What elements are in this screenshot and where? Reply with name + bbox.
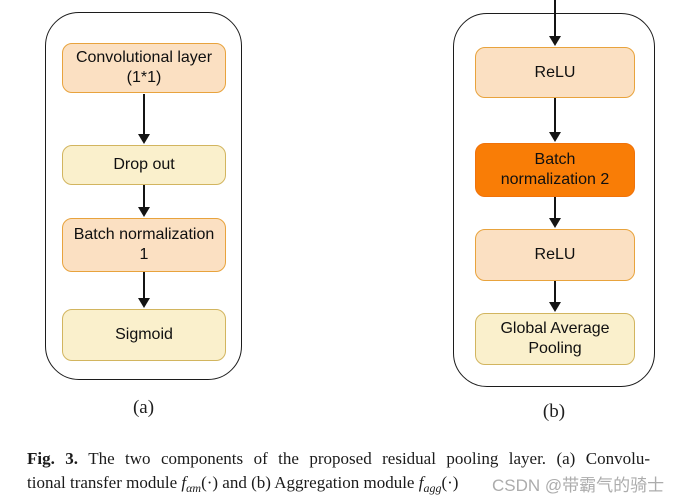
figure-caption: Fig. 3. The two components of the propos… xyxy=(27,447,650,500)
caption-f-agg-subscript: agg xyxy=(423,481,442,495)
node-relu-2: ReLU xyxy=(475,229,635,281)
node-convolutional-layer: Convolutional layer (1*1) xyxy=(62,43,226,93)
arrow-down-icon xyxy=(549,197,561,228)
node-batch-normalization-1: Batch normalization 1 xyxy=(62,218,226,272)
arrow-down-icon xyxy=(138,94,150,144)
node-global-average-pooling: Global Average Pooling xyxy=(475,313,635,365)
panel-a-label: (a) xyxy=(132,397,155,418)
node-sigmoid: Sigmoid xyxy=(62,309,226,361)
caption-f-am-symbol: f xyxy=(181,473,187,492)
panel-b-label: (b) xyxy=(542,401,566,422)
node-drop-out: Drop out xyxy=(62,145,226,185)
arrow-down-icon xyxy=(549,98,561,142)
caption-line-2-text-3: (·) xyxy=(441,473,459,492)
caption-line-2: tional transfer module fαm(·) and (b) Ag… xyxy=(27,471,650,500)
arrow-down-icon xyxy=(138,185,150,217)
node-relu-1: ReLU xyxy=(475,47,635,98)
arrow-down-icon xyxy=(549,281,561,312)
csdn-watermark: CSDN @带霸气的骑士 xyxy=(492,476,665,495)
caption-line-1: Fig. 3. The two components of the propos… xyxy=(27,447,650,471)
caption-f-am-subscript: αm xyxy=(186,481,202,495)
node-batch-normalization-2: Batch normalization 2 xyxy=(475,143,635,197)
caption-line-2-text-1: tional transfer module xyxy=(27,473,182,492)
arrow-down-icon xyxy=(138,272,150,308)
arrow-down-icon xyxy=(549,0,561,46)
caption-line-2-text-2: (·) and (b) Aggregation module xyxy=(201,473,419,492)
caption-f-agg-symbol: f xyxy=(418,473,424,492)
caption-fig-label: Fig. 3. xyxy=(27,449,79,468)
caption-line-1-text: The two components of the proposed resid… xyxy=(88,449,650,468)
